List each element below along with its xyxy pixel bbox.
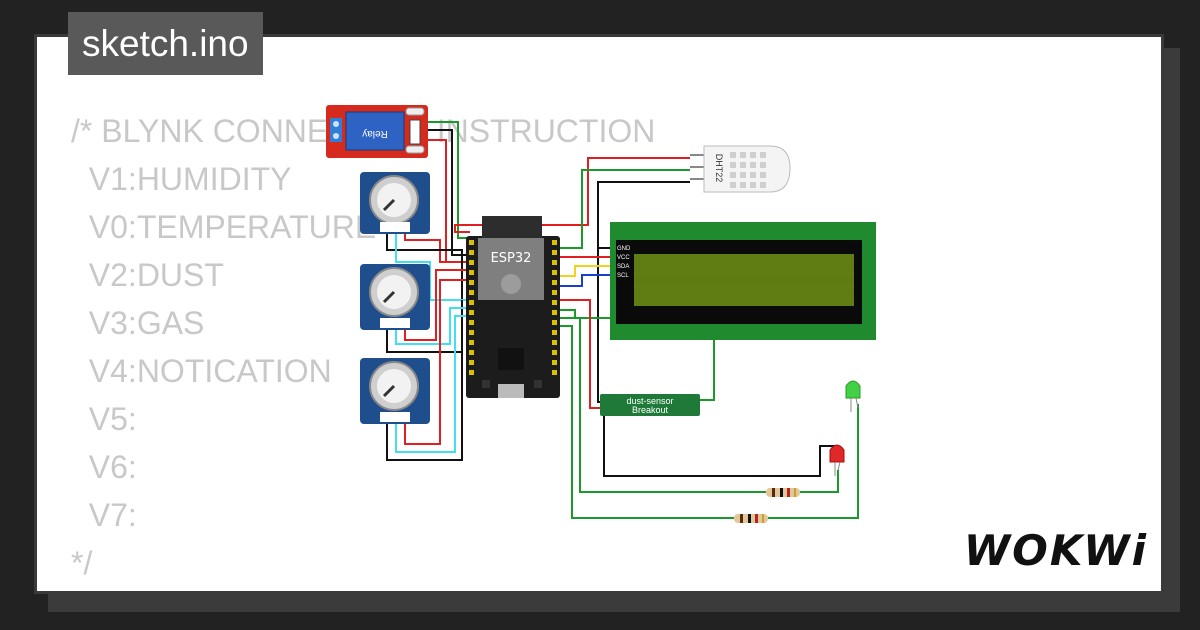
code-block: /* BLYNK CONNECTION INSTRUCTION V1:HUMID… xyxy=(71,107,655,587)
wire-black-led xyxy=(603,412,836,477)
code-line: /* BLYNK CONNECTION INSTRUCTION xyxy=(71,113,656,149)
red-led[interactable] xyxy=(829,444,845,476)
green-led[interactable] xyxy=(845,380,861,412)
dust-label-1: dust-sensor xyxy=(626,396,673,406)
dht-label: DHT22 xyxy=(714,154,724,183)
resistor-2[interactable] xyxy=(734,514,768,523)
wokwi-logo: WOKWi xyxy=(963,526,1148,575)
relay-module[interactable]: Relay xyxy=(326,105,428,158)
potentiometer-3[interactable] xyxy=(360,358,430,424)
code-line: V4:NOTICATION xyxy=(71,353,332,389)
wire-green-res2b xyxy=(768,404,859,519)
dust-sensor[interactable]: dust-sensor Breakout xyxy=(600,394,700,416)
lcd-pin-gnd: GND xyxy=(617,246,631,252)
relay-label: Relay xyxy=(362,128,388,139)
wire-yellow-lcd xyxy=(560,265,614,277)
wire-red-dust xyxy=(560,299,604,409)
code-line: V6: xyxy=(71,449,137,485)
code-line: V1:HUMIDITY xyxy=(71,161,292,197)
lcd-pin-sda: SDA xyxy=(617,264,629,270)
wire-cyan-pot2 xyxy=(395,307,470,345)
potentiometer-2[interactable] xyxy=(360,264,430,330)
resistor-1[interactable] xyxy=(766,488,800,497)
dht22-sensor[interactable]: DHT22 xyxy=(690,145,791,193)
wire-green-res1 xyxy=(560,317,766,493)
code-line: V3:GAS xyxy=(71,305,205,341)
wire-green-dht xyxy=(560,169,690,249)
code-line: V2:DUST xyxy=(71,257,224,293)
esp32-board[interactable]: ESP32 xyxy=(466,216,560,398)
wire-black-pot3 xyxy=(386,352,463,461)
sketch-title: sketch.ino xyxy=(68,12,263,75)
wire-red-pot1 xyxy=(404,232,470,263)
wire-green-res1b xyxy=(800,470,839,493)
wire-blue-lcd xyxy=(560,274,614,287)
wire-cyan-pot3 xyxy=(395,315,470,453)
code-line: */ xyxy=(71,545,93,581)
wire-green-res2 xyxy=(560,325,734,519)
lcd-display[interactable]: GND VCC SDA SCL xyxy=(610,222,876,340)
code-line: V7: xyxy=(71,497,137,533)
esp32-label: ESP32 xyxy=(491,251,532,266)
wire-red-pot3 xyxy=(404,279,470,445)
wire-green-relay xyxy=(420,121,470,239)
lcd-pin-vcc: VCC xyxy=(617,255,630,261)
wire-cyan-pot1 xyxy=(395,232,470,301)
wire-black-pot1 xyxy=(386,232,463,300)
wire-black-pot2 xyxy=(386,300,463,353)
code-line: V5: xyxy=(71,401,137,437)
wire-red-pot2 xyxy=(404,269,470,341)
potentiometer-1[interactable] xyxy=(360,172,430,234)
lcd-pin-scl: SCL xyxy=(617,273,629,279)
dust-label-2: Breakout xyxy=(632,405,669,415)
code-line: V0:TEMPERATURE xyxy=(71,209,377,245)
